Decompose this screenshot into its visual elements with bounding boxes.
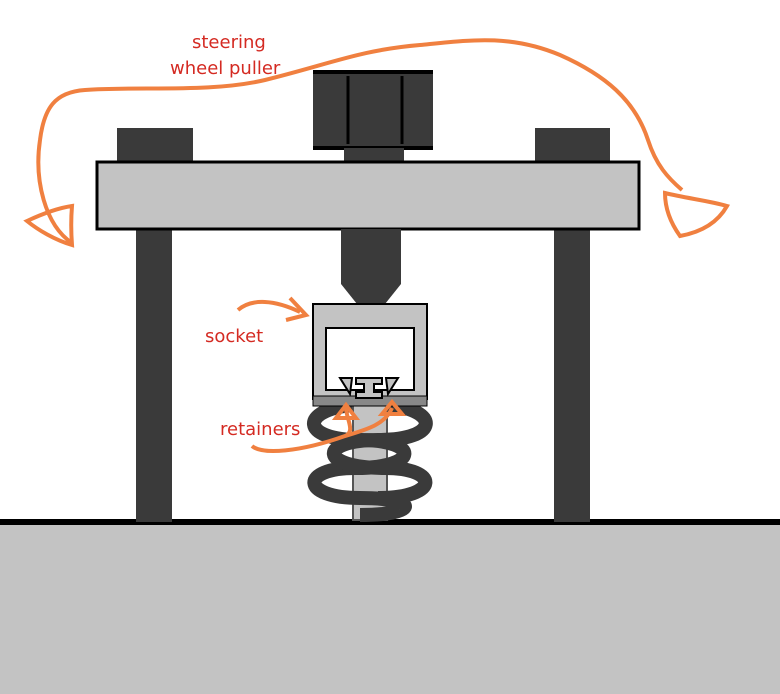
left-leg bbox=[136, 226, 172, 522]
ground bbox=[0, 523, 780, 694]
right-leg bbox=[554, 226, 590, 522]
socket-arrowhead bbox=[285, 296, 310, 322]
retainers-label: retainers bbox=[220, 419, 300, 440]
puller-label-line2: wheel puller bbox=[170, 58, 281, 79]
retainers-arrowhead-right bbox=[377, 398, 407, 416]
right-arrowhead bbox=[662, 190, 730, 239]
socket-label: socket bbox=[205, 326, 263, 347]
socket-annotation-arrow bbox=[236, 299, 301, 314]
retainers-annotation-arrow-2 bbox=[344, 407, 394, 438]
left-bolt-head bbox=[117, 128, 193, 164]
puller-annotation-arrow bbox=[36, 38, 684, 245]
right-bolt-head bbox=[535, 128, 610, 164]
forcing-screw bbox=[341, 229, 401, 304]
crossbar bbox=[95, 160, 641, 231]
valve-spring bbox=[307, 398, 433, 522]
retainers bbox=[338, 377, 400, 399]
center-nut bbox=[313, 70, 433, 164]
ground-line bbox=[0, 519, 780, 525]
retainers-arrowhead-left bbox=[331, 401, 361, 420]
left-arrowhead bbox=[23, 203, 75, 248]
puller-label-line1: steering bbox=[192, 32, 266, 53]
